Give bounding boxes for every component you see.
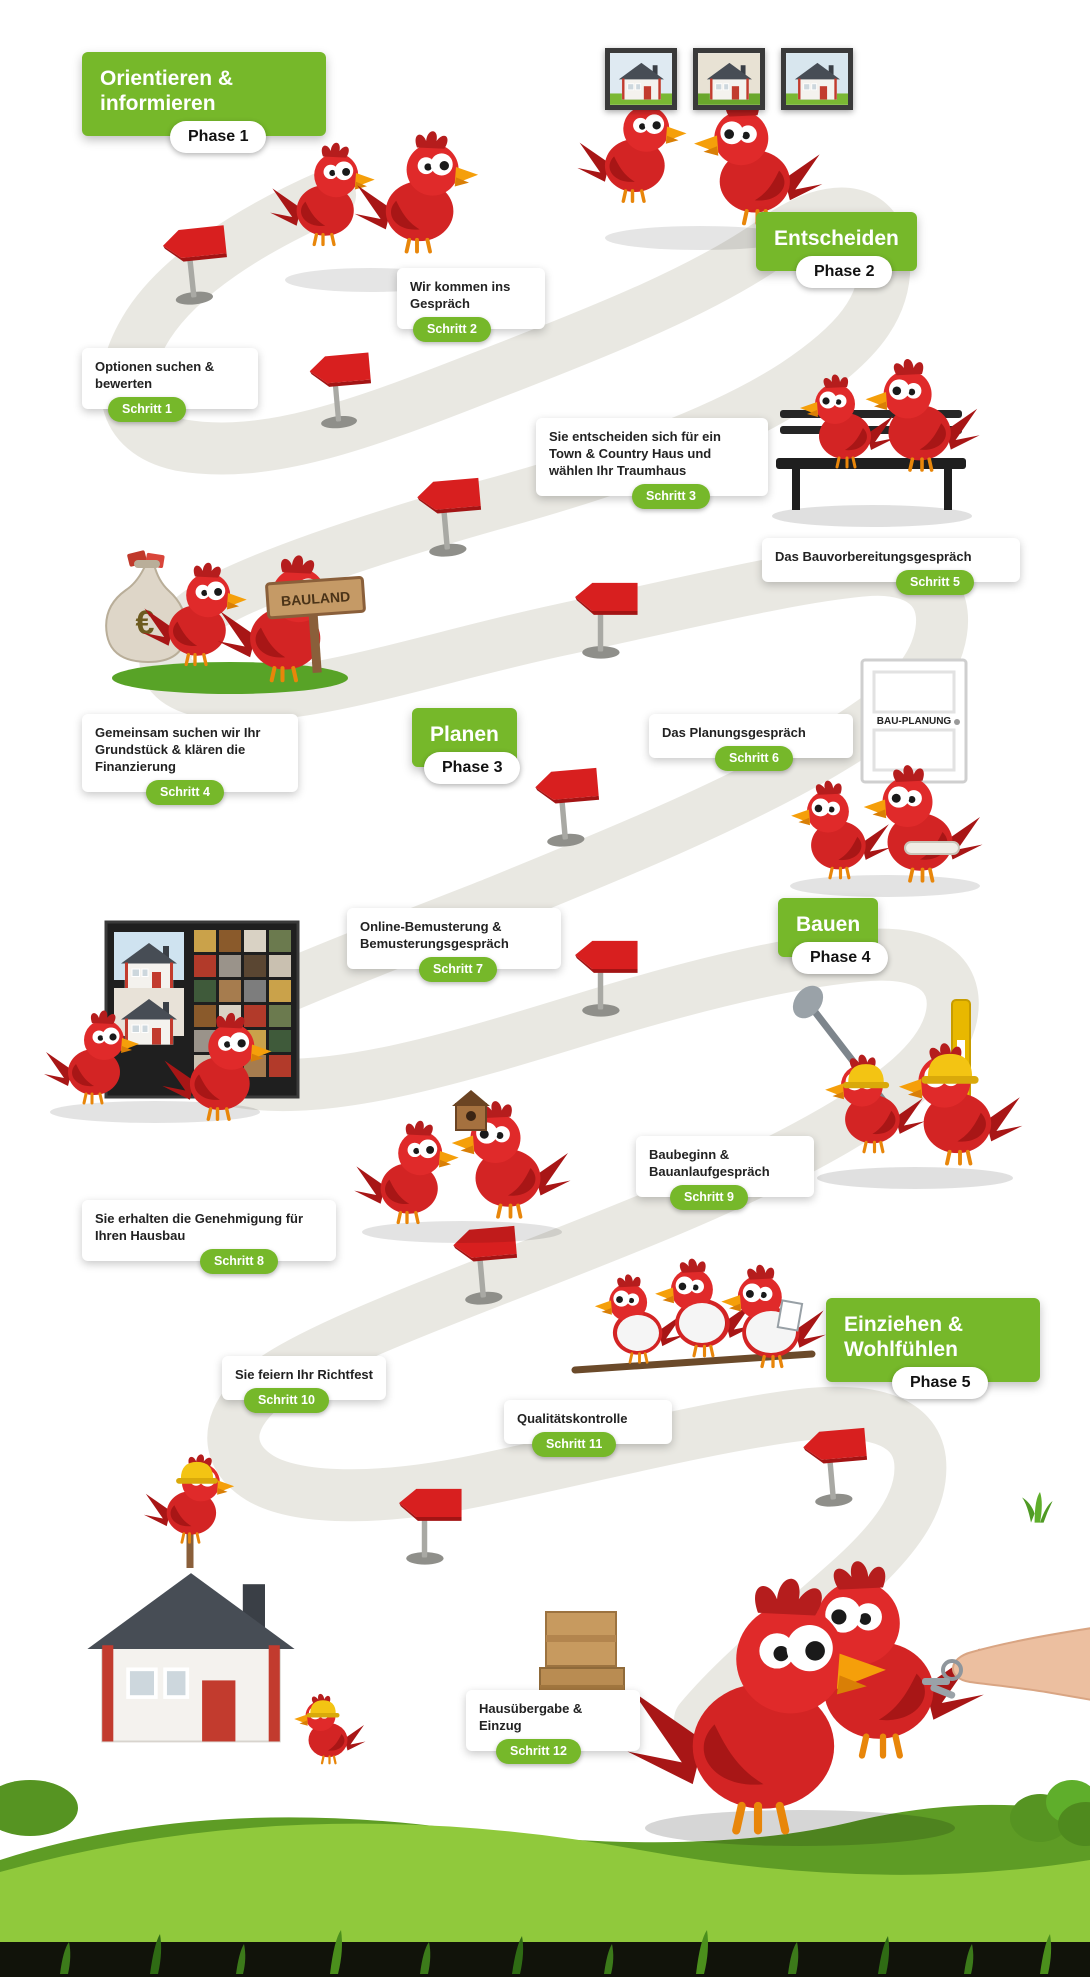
step-pill: Schritt 4 <box>146 780 225 805</box>
scene-bench-birds <box>772 357 982 527</box>
step-pill: Schritt 11 <box>532 1432 617 1457</box>
house-photo-frame <box>605 48 677 110</box>
scene-richtfest <box>85 1452 367 1765</box>
step-pill: Schritt 10 <box>244 1388 329 1413</box>
step-text: Optionen suchen & bewerten <box>95 359 215 391</box>
step-text: Gemeinsam suchen wir Ihr Grundstück & kl… <box>95 725 261 774</box>
step-text: Das Planungsgespräch <box>662 725 806 740</box>
step-card-2: Wir kommen ins Gespräch Schritt 2 <box>397 268 545 342</box>
step-card-3: Sie entscheiden sich für ein Town & Coun… <box>536 418 768 509</box>
step-card-11: Qualitätskontrolle Schritt 11 <box>504 1400 672 1457</box>
phase-pill: Phase 3 <box>424 752 521 785</box>
step-pill: Schritt 1 <box>108 397 187 422</box>
phase-pill: Phase 5 <box>892 1367 989 1400</box>
house-photo-frame <box>693 48 765 110</box>
bird-mascot <box>575 93 689 203</box>
lab-coat <box>617 1315 659 1351</box>
scene-qualitaetskontrolle <box>571 1257 828 1374</box>
step-card-5: Das Bauvorbereitungsgespräch Schritt 5 <box>762 538 1020 595</box>
step-text: Wir kommen ins Gespräch <box>410 279 511 311</box>
step-card-8: Sie erhalten die Genehmigung für Ihren H… <box>82 1200 336 1274</box>
phase-box-5: Einziehen & Wohlfühlen Phase 5 <box>826 1298 1040 1400</box>
step-text: Qualitätskontrolle <box>517 1411 628 1426</box>
hard-hat-icon <box>176 1461 218 1484</box>
step-pill: Schritt 3 <box>632 484 711 509</box>
phase-pill: Phase 2 <box>796 256 893 289</box>
scene-entscheiden-birds <box>575 93 822 250</box>
scene-planungsgespraech: BAU-PLANUNG <box>789 658 985 897</box>
phase-box-4: Bauen Phase 4 <box>778 898 889 975</box>
hard-hat-icon <box>306 1700 340 1718</box>
step-card-9: Baubeginn & Bauanlaufgespräch Schritt 9 <box>636 1136 814 1210</box>
step-text: Online-Bemusterung & Bemusterungsgespräc… <box>360 919 509 951</box>
bird-mascot <box>352 129 481 254</box>
step-pill: Schritt 7 <box>419 957 498 982</box>
house-photo-frame <box>781 48 853 110</box>
step-card-4: Gemeinsam suchen wir Ihr Grundstück & kl… <box>82 714 298 805</box>
model-house-icon <box>85 1571 297 1744</box>
svg-text:BAU-PLANUNG: BAU-PLANUNG <box>877 716 952 727</box>
step-card-6: Das Planungsgespräch Schritt 6 <box>649 714 853 771</box>
phase-pill: Phase 1 <box>170 121 267 154</box>
bau-planung-door-icon: BAU-PLANUNG <box>860 658 968 784</box>
scene-birdhouse <box>352 1090 573 1243</box>
step-pill: Schritt 6 <box>715 746 794 771</box>
blueprint-roll <box>904 841 960 855</box>
step-text: Sie entscheiden sich für ein Town & Coun… <box>549 429 721 478</box>
step-text: Baubeginn & Bauanlaufgespräch <box>649 1147 770 1179</box>
svg-text:BAULAND: BAULAND <box>280 588 350 609</box>
step-pill: Schritt 8 <box>200 1249 279 1274</box>
grass-ground <box>0 1492 1090 1977</box>
birdhouse-icon <box>452 1090 490 1131</box>
bauland-sign: BAULAND <box>265 575 366 673</box>
lab-coat <box>679 1303 725 1343</box>
scene-bemusterung <box>42 920 300 1123</box>
signpost-arrow-icon <box>399 1488 462 1565</box>
step-pill: Schritt 9 <box>670 1185 749 1210</box>
step-pill: Schritt 2 <box>413 317 492 342</box>
phase-title: Orientieren & informieren <box>100 67 234 116</box>
phase-box-1: Orientieren & informieren Phase 1 <box>82 52 326 154</box>
bird-mascot <box>789 779 893 880</box>
step-card-7: Online-Bemusterung & Bemusterungsgespräc… <box>347 908 561 982</box>
step-text: Sie erhalten die Genehmigung für Ihren H… <box>95 1211 304 1243</box>
step-text: Das Bauvorbereitungsgespräch <box>775 549 972 564</box>
step-text: Hausübergabe & Einzug <box>479 1701 583 1733</box>
phase-pill: Phase 4 <box>792 942 889 975</box>
scene-bauen-birds <box>792 985 1025 1189</box>
material-samples-board-icon <box>104 920 300 1099</box>
grass-tuft <box>1022 1492 1053 1523</box>
step-pill: Schritt 5 <box>896 570 975 595</box>
step-text: Sie feiern Ihr Richtfest <box>235 1367 373 1382</box>
phase-title: Entscheiden <box>774 227 899 250</box>
clipboard-icon <box>776 1299 804 1332</box>
scene-bauland: € BAULAND <box>105 550 366 694</box>
phase-box-3: Planen Phase 3 <box>412 708 521 785</box>
step-card-10: Sie feiern Ihr Richtfest Schritt 10 <box>222 1356 386 1413</box>
step-pill: Schritt 12 <box>496 1739 581 1764</box>
step-card-1: Optionen suchen & bewerten Schritt 1 <box>82 348 258 422</box>
phase-box-2: Entscheiden Phase 2 <box>756 212 917 289</box>
step-card-12: Hausübergabe & Einzug Schritt 12 <box>466 1690 640 1764</box>
phase-title: Planen <box>430 723 499 746</box>
bird-mascot <box>352 1119 461 1225</box>
hand-with-keys-icon <box>922 1627 1090 1701</box>
signpost-arrow-icon <box>802 1427 871 1509</box>
phase-title: Einziehen & Wohlfühlen <box>844 1313 964 1362</box>
phase-title: Bauen <box>796 913 861 936</box>
